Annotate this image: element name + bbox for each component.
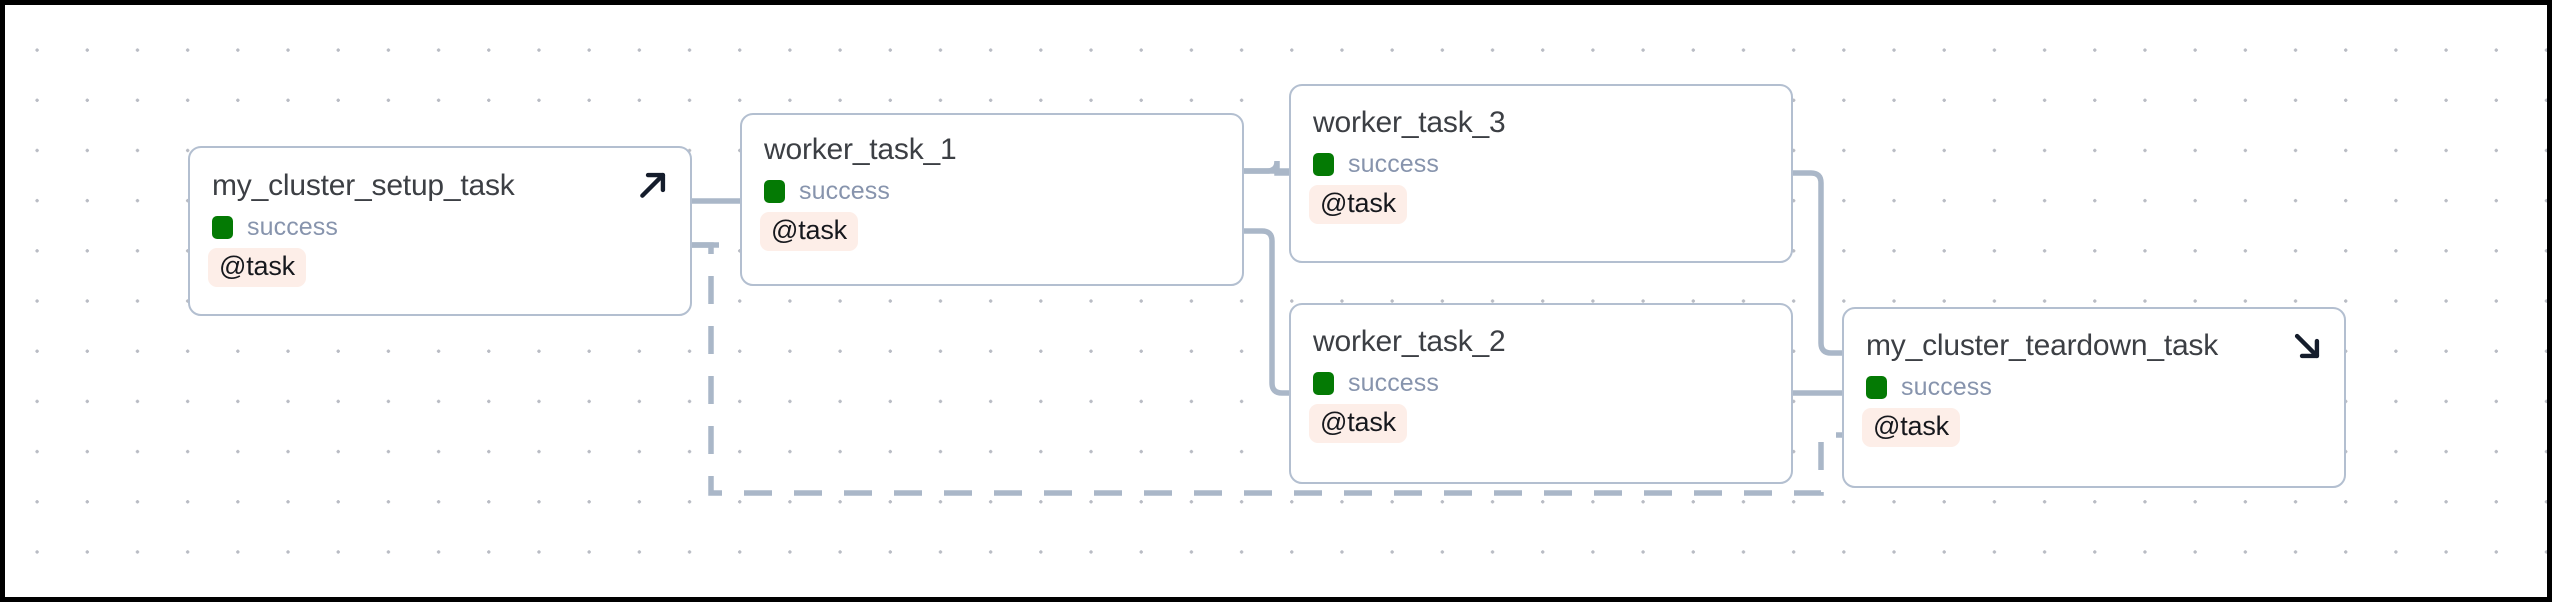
- node-title: my_cluster_setup_task: [212, 169, 515, 202]
- status-swatch-success: [212, 216, 233, 239]
- edge-worker1-to-worker3: [1244, 160, 1289, 176]
- arrow-down-right-icon[interactable]: [2290, 329, 2324, 363]
- node-status: success: [1313, 150, 1439, 179]
- node-tag: @task: [1862, 408, 1960, 447]
- status-label: success: [247, 213, 339, 241]
- node-tag: @task: [208, 248, 306, 287]
- node-status: success: [1313, 369, 1439, 398]
- status-swatch-success: [1313, 153, 1334, 176]
- status-label: success: [1901, 373, 1993, 401]
- status-label: success: [1348, 150, 1440, 178]
- status-label: success: [1348, 369, 1440, 397]
- arrow-up-right-icon[interactable]: [636, 168, 670, 202]
- edge-worker3-to-teardown: [1793, 170, 1842, 356]
- status-swatch-success: [764, 180, 785, 203]
- node-status: success: [1866, 373, 1992, 402]
- node-title: my_cluster_teardown_task: [1866, 329, 2219, 362]
- status-label: success: [799, 177, 891, 205]
- node-tag: @task: [1309, 185, 1407, 224]
- node-worker-task-3[interactable]: worker_task_3 success @task: [1289, 84, 1793, 263]
- node-tag: @task: [760, 212, 858, 251]
- node-status: success: [212, 213, 338, 242]
- node-tag: @task: [1309, 404, 1407, 443]
- node-my-cluster-setup-task[interactable]: my_cluster_setup_task success @task: [188, 146, 692, 316]
- status-swatch-success: [1313, 372, 1334, 395]
- node-status: success: [764, 177, 890, 206]
- edge-worker1-to-worker2: [1244, 228, 1289, 396]
- node-my-cluster-teardown-task[interactable]: my_cluster_teardown_task success @task: [1842, 307, 2346, 488]
- node-title: worker_task_3: [1313, 106, 1506, 139]
- node-title: worker_task_2: [1313, 325, 1506, 358]
- status-swatch-success: [1866, 376, 1887, 399]
- node-worker-task-2[interactable]: worker_task_2 success @task: [1289, 303, 1793, 484]
- node-title: worker_task_1: [764, 133, 957, 166]
- node-worker-task-1[interactable]: worker_task_1 success @task: [740, 113, 1244, 286]
